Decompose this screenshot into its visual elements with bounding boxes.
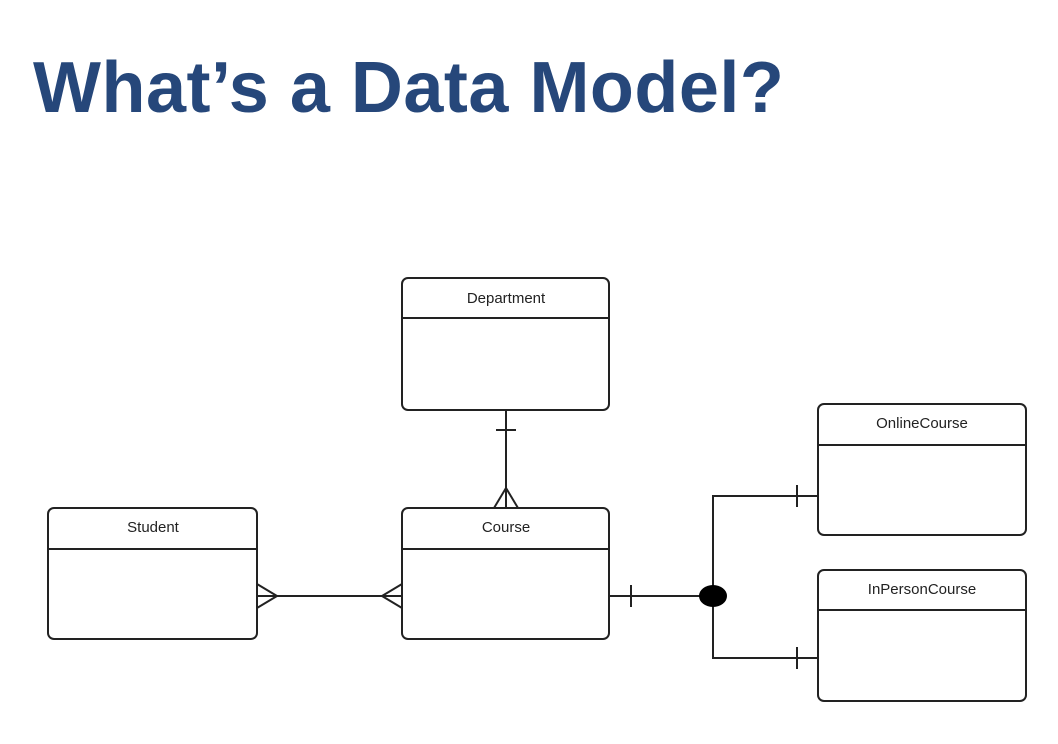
crow-foot-left: [493, 487, 507, 509]
entity-in-person-course[interactable]: InPersonCourse: [817, 569, 1027, 702]
entity-label: Course: [482, 519, 530, 536]
entity-online-course[interactable]: OnlineCourse: [817, 403, 1027, 536]
crow-foot-course-bottom: [381, 595, 403, 609]
relationship-student-course: [256, 583, 403, 609]
entity-label: Department: [467, 290, 546, 307]
entity-label: InPersonCourse: [868, 581, 976, 598]
page-title: What’s a Data Model?: [33, 48, 785, 128]
entity-department[interactable]: Department: [401, 277, 610, 411]
crow-foot-student-bottom: [256, 595, 278, 609]
entity-label: Student: [127, 519, 180, 536]
entity-student[interactable]: Student: [47, 507, 258, 640]
entity-label: OnlineCourse: [876, 415, 968, 432]
entity-course[interactable]: Course: [401, 507, 610, 640]
crow-foot-right: [505, 487, 519, 509]
subtype-junction: [699, 585, 727, 607]
relationship-course-subtypes: [609, 485, 818, 669]
relationship-department-course: [493, 410, 519, 509]
crow-foot-student-top: [256, 583, 278, 597]
crow-foot-course-top: [381, 583, 403, 597]
